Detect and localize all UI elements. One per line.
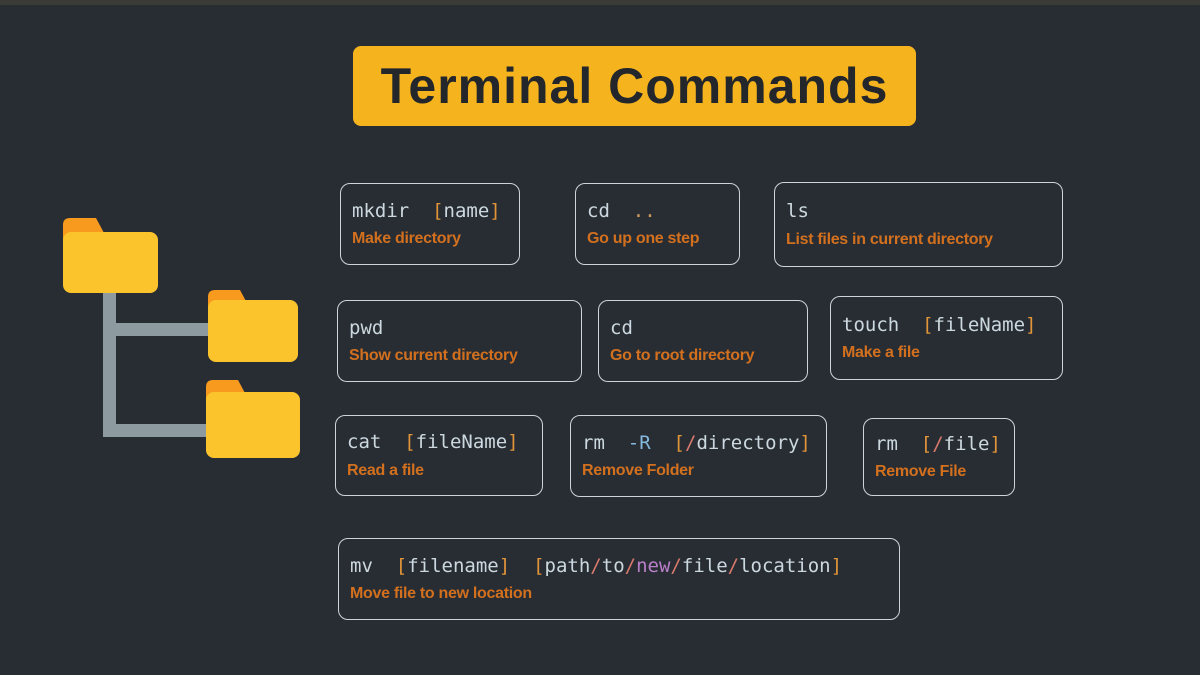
command-text: cat [fileName]: [347, 431, 519, 454]
command-description: Go to root directory: [610, 347, 755, 365]
tree-connectors: [103, 285, 208, 437]
folder-icon: [63, 218, 158, 293]
command-text: ls: [786, 200, 809, 223]
command-card-cat: cat [fileName] Read a file: [335, 415, 543, 496]
title-banner: Terminal Commands: [353, 46, 916, 126]
folder-tree-illustration: [63, 218, 300, 458]
command-description: Show current directory: [349, 347, 518, 365]
command-text: rm -R [/directory]: [582, 431, 811, 454]
command-description: Move file to new location: [350, 585, 532, 603]
command-card-cd-root: cd Go to root directory: [598, 300, 808, 382]
command-text: rm [/file]: [875, 432, 1001, 455]
command-card-rm: rm [/file] Remove File: [863, 418, 1015, 496]
folder-icon: [208, 290, 298, 362]
command-text: touch [fileName]: [842, 313, 1037, 336]
command-card-mv: mv [filename] [path/to/new/file/location…: [338, 538, 900, 620]
command-card-pwd: pwd Show current directory: [337, 300, 582, 382]
command-description: Make a file: [842, 344, 920, 362]
page-title: Terminal Commands: [380, 58, 889, 114]
command-text: mkdir [name]: [352, 199, 501, 222]
command-description: Make directory: [352, 230, 461, 248]
command-card-cd-up: cd .. Go up one step: [575, 183, 740, 265]
command-card-rm-r: rm -R [/directory] Remove Folder: [570, 415, 827, 497]
command-text: cd ..: [587, 199, 656, 222]
command-description: Remove File: [875, 463, 966, 481]
command-text: pwd: [349, 316, 384, 339]
command-card-touch: touch [fileName] Make a file: [830, 296, 1063, 380]
command-card-mkdir: mkdir [name] Make directory: [340, 183, 520, 265]
command-text: mv [filename] [path/to/new/file/location…: [350, 554, 843, 577]
command-description: List files in current directory: [786, 230, 993, 248]
command-description: Read a file: [347, 461, 424, 479]
command-text: cd: [610, 316, 633, 339]
command-description: Remove Folder: [582, 462, 694, 480]
top-edge-strip: [0, 0, 1200, 5]
folder-icon: [206, 380, 300, 458]
command-description: Go up one step: [587, 230, 700, 248]
command-card-ls: ls List files in current directory: [774, 182, 1063, 267]
